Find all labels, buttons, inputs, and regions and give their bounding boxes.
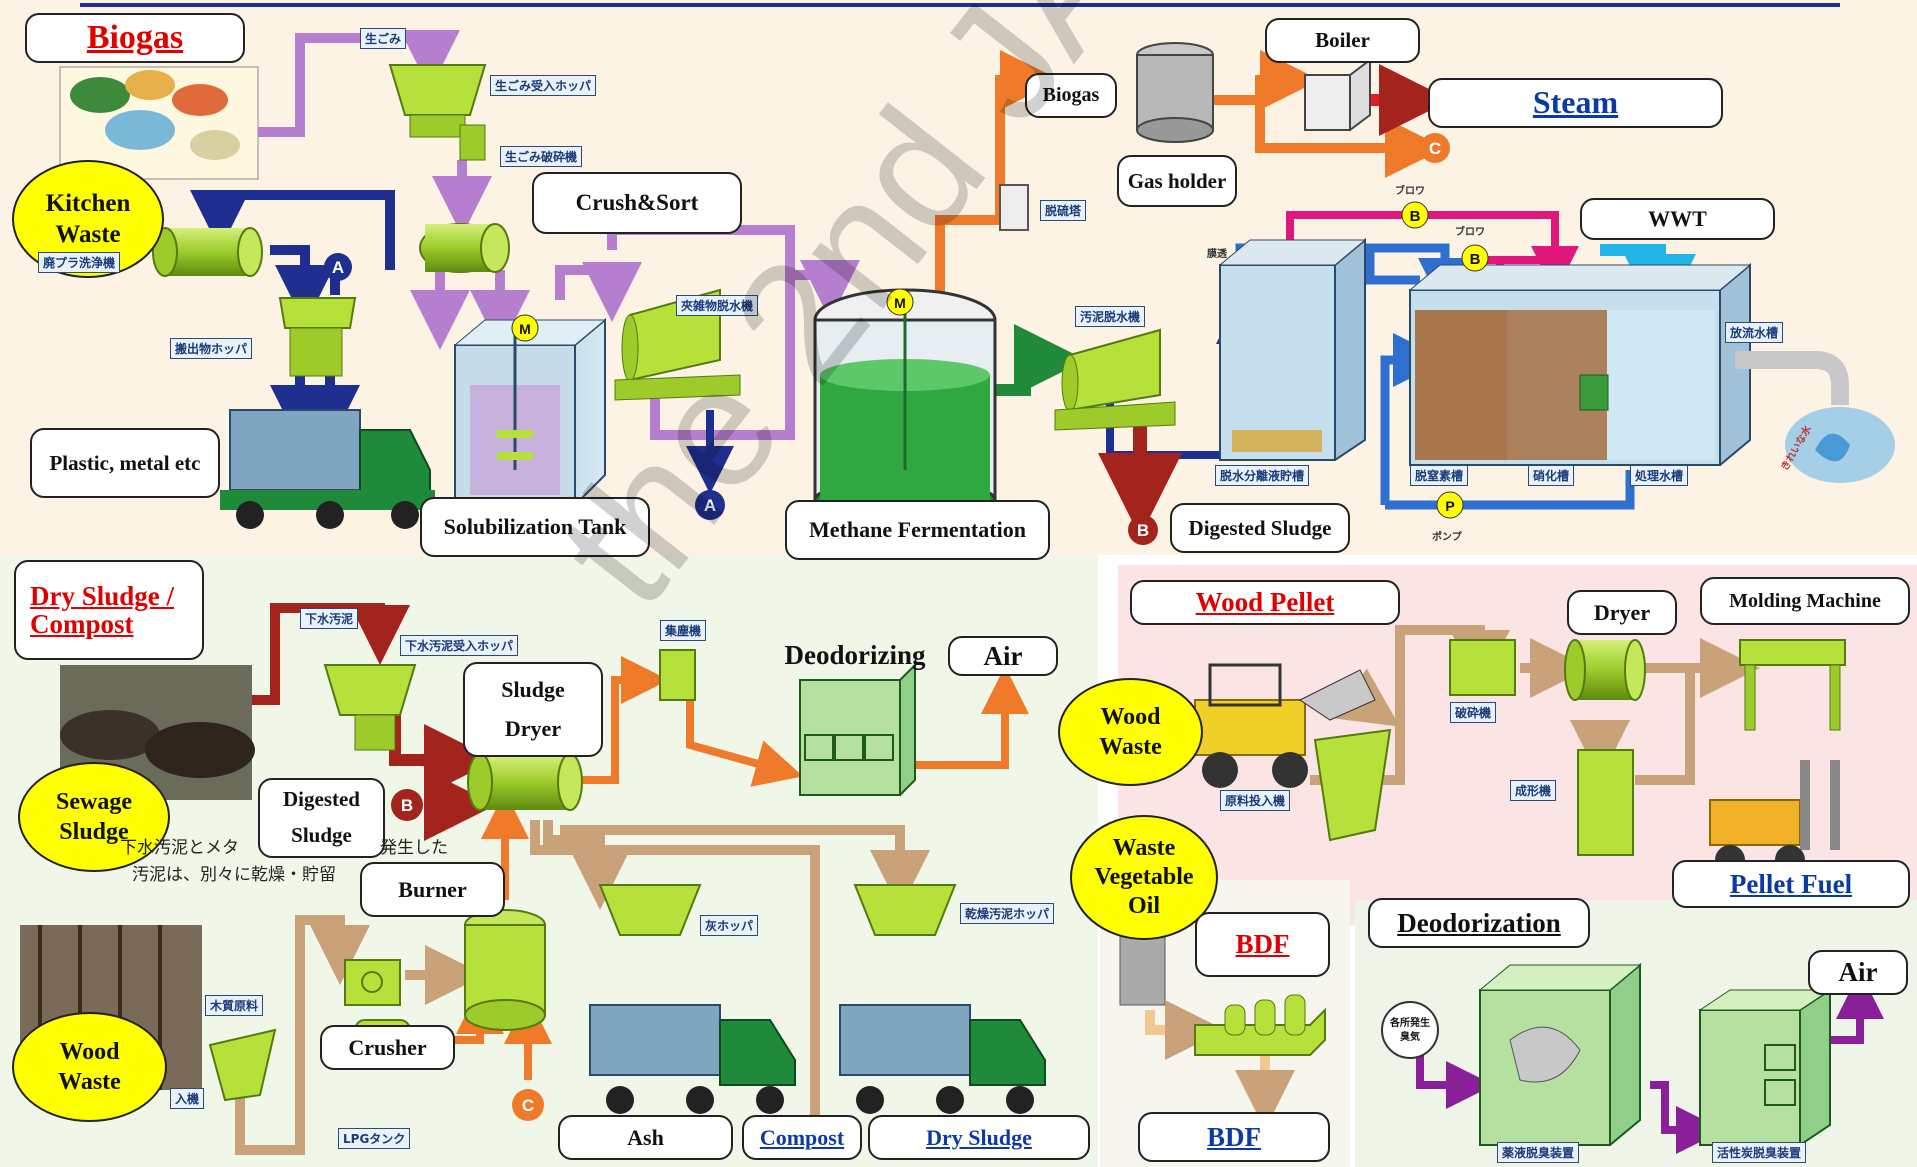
marker-b-blower2: B [1461, 244, 1489, 272]
svg-text:C: C [1429, 139, 1441, 158]
jp-note-line1: 下水汚泥とメタ [120, 838, 239, 858]
jp-molding: 成形機 [1510, 780, 1557, 801]
steam-label: Steam [1428, 78, 1723, 128]
jp-note-line1b: 発生した [380, 838, 448, 858]
jp-wood: 木質原料 [205, 995, 264, 1016]
jp-ash-hopper: 灰ホッパ [700, 915, 759, 936]
jp-nitrification: 硝化槽 [1528, 465, 1575, 486]
marker-b-blower1: B [1401, 201, 1429, 229]
svg-text:B: B [1137, 521, 1149, 540]
svg-text:A: A [332, 258, 344, 277]
jp-crusher: 生ごみ破砕機 [500, 146, 583, 167]
odor-source-label: 各所発生 [1389, 1016, 1430, 1029]
compost-label: Compost [742, 1115, 862, 1160]
sewage-sludge-ellipse: Sewage Sludge [18, 762, 170, 872]
jp-discharge: 放流水槽 [1725, 322, 1784, 343]
jp-treated: 処理水槽 [1630, 465, 1689, 486]
marker-c-boiler: C [1420, 133, 1450, 163]
jp-pellet-crusher: 破砕機 [1450, 702, 1497, 723]
sludge-dryer-label: Sludge Dryer [463, 662, 603, 757]
jp-hopper: 生ごみ受入ホッパ [490, 75, 597, 96]
gas-holder-label: Gas holder [1117, 155, 1237, 207]
plastic-metal-label: Plastic, metal etc [30, 428, 220, 498]
jp-plastic-wash: 廃プラ洗浄機 [38, 252, 121, 273]
air-label-sludge: Air [948, 636, 1058, 676]
dry-sludge-label: Dry Sludge [868, 1115, 1090, 1160]
pellet-fuel-label: Pellet Fuel [1672, 860, 1910, 908]
jp-impurity: 夾雑物脱水機 [676, 295, 759, 316]
svg-text:M: M [894, 295, 906, 311]
jp-chemical: 薬液脱臭装置 [1497, 1142, 1580, 1163]
burner-label: Burner [360, 862, 505, 917]
wood-pellet-title: Wood Pellet [1130, 580, 1400, 625]
jp-sewage: 下水汚泥 [300, 608, 359, 629]
jp-separation: 脱水分離液貯槽 [1215, 465, 1310, 486]
marker-p-pump: P [1436, 491, 1464, 519]
methane-fermentation-label: Methane Fermentation [785, 500, 1050, 560]
wood-waste-ellipse-sludge: Wood Waste [12, 1012, 167, 1122]
crusher-label: Crusher [320, 1025, 455, 1070]
jp-sewage-hopper: 下水汚泥受入ホッパ [400, 635, 519, 656]
svg-text:B: B [1410, 208, 1421, 225]
jp-raw-input: 原料投入機 [1220, 790, 1291, 811]
wood-waste-ellipse-pellet: Wood Waste [1058, 678, 1203, 786]
bdf-label-top: BDF [1195, 912, 1330, 977]
wwt-label: WWT [1580, 198, 1775, 240]
marker-m-tank: M [511, 314, 539, 342]
jp-lpg: LPGタンク [338, 1128, 411, 1149]
svg-text:A: A [704, 496, 716, 515]
dryer-label: Dryer [1567, 590, 1677, 635]
digested-sludge-label: Digested Sludge [1170, 503, 1350, 553]
digested-sludge-label-2: Digested Sludge [258, 778, 385, 858]
boiler-label: Boiler [1265, 18, 1420, 63]
jp-denitrification: 脱窒素槽 [1410, 465, 1469, 486]
svg-text:C: C [522, 1096, 534, 1115]
jp-dry-hopper: 乾燥汚泥ホッパ [960, 903, 1055, 924]
marker-b-biogas: B [1128, 515, 1158, 545]
jp-sludge-dewater: 汚泥脱水機 [1075, 306, 1146, 327]
deodorizing-label: Deodorizing [784, 639, 926, 670]
jp-blower-1: ブロワ [1395, 186, 1425, 197]
jp-note-line2: 汚泥は、別々に乾燥・貯留 [132, 865, 336, 885]
svg-text:B: B [1470, 251, 1481, 268]
jp-pump: ポンプ [1432, 532, 1462, 543]
jp-dust: 集塵機 [660, 620, 707, 641]
solubilization-tank-label: Solubilization Tank [420, 497, 650, 557]
deodorization-title: Deodorization [1368, 898, 1590, 948]
air-label-deodorization: Air [1808, 950, 1908, 995]
waste-vegetable-oil-ellipse: Waste Vegetable Oil [1070, 815, 1218, 940]
marker-a-bottom: A [695, 490, 725, 520]
jp-discharge-hopper: 搬出物ホッパ [170, 338, 253, 359]
molding-machine-label: Molding Machine [1700, 577, 1910, 625]
svg-text:M: M [519, 321, 531, 337]
dry-sludge-compost-title: Dry Sludge / Compost [14, 560, 204, 660]
ash-label: Ash [558, 1115, 733, 1160]
svg-text:B: B [401, 796, 413, 815]
marker-b-sludge: B [391, 789, 423, 821]
marker-a-top: A [324, 253, 352, 281]
biogas-label: Biogas [1025, 73, 1117, 118]
marker-m-fermenter: M [886, 288, 914, 316]
jp-input: 入機 [170, 1088, 205, 1109]
jp-permeate: 膜透 [1207, 249, 1227, 260]
biogas-title: Biogas [25, 13, 245, 63]
bdf-label-bottom: BDF [1138, 1112, 1330, 1162]
jp-carbon: 活性炭脱臭装置 [1712, 1142, 1807, 1163]
odor-source-label-2: 臭気 [1400, 1030, 1420, 1043]
jp-namagomi: 生ごみ [360, 28, 407, 49]
svg-text:P: P [1445, 498, 1454, 514]
jp-desulfurizer: 脱硫塔 [1040, 200, 1087, 221]
kitchen-waste-ellipse: Kitchen Waste [12, 160, 164, 278]
crush-sort-label: Crush&Sort [532, 172, 742, 234]
jp-blower-2: ブロワ [1455, 227, 1485, 238]
marker-c-sludge: C [512, 1089, 544, 1121]
